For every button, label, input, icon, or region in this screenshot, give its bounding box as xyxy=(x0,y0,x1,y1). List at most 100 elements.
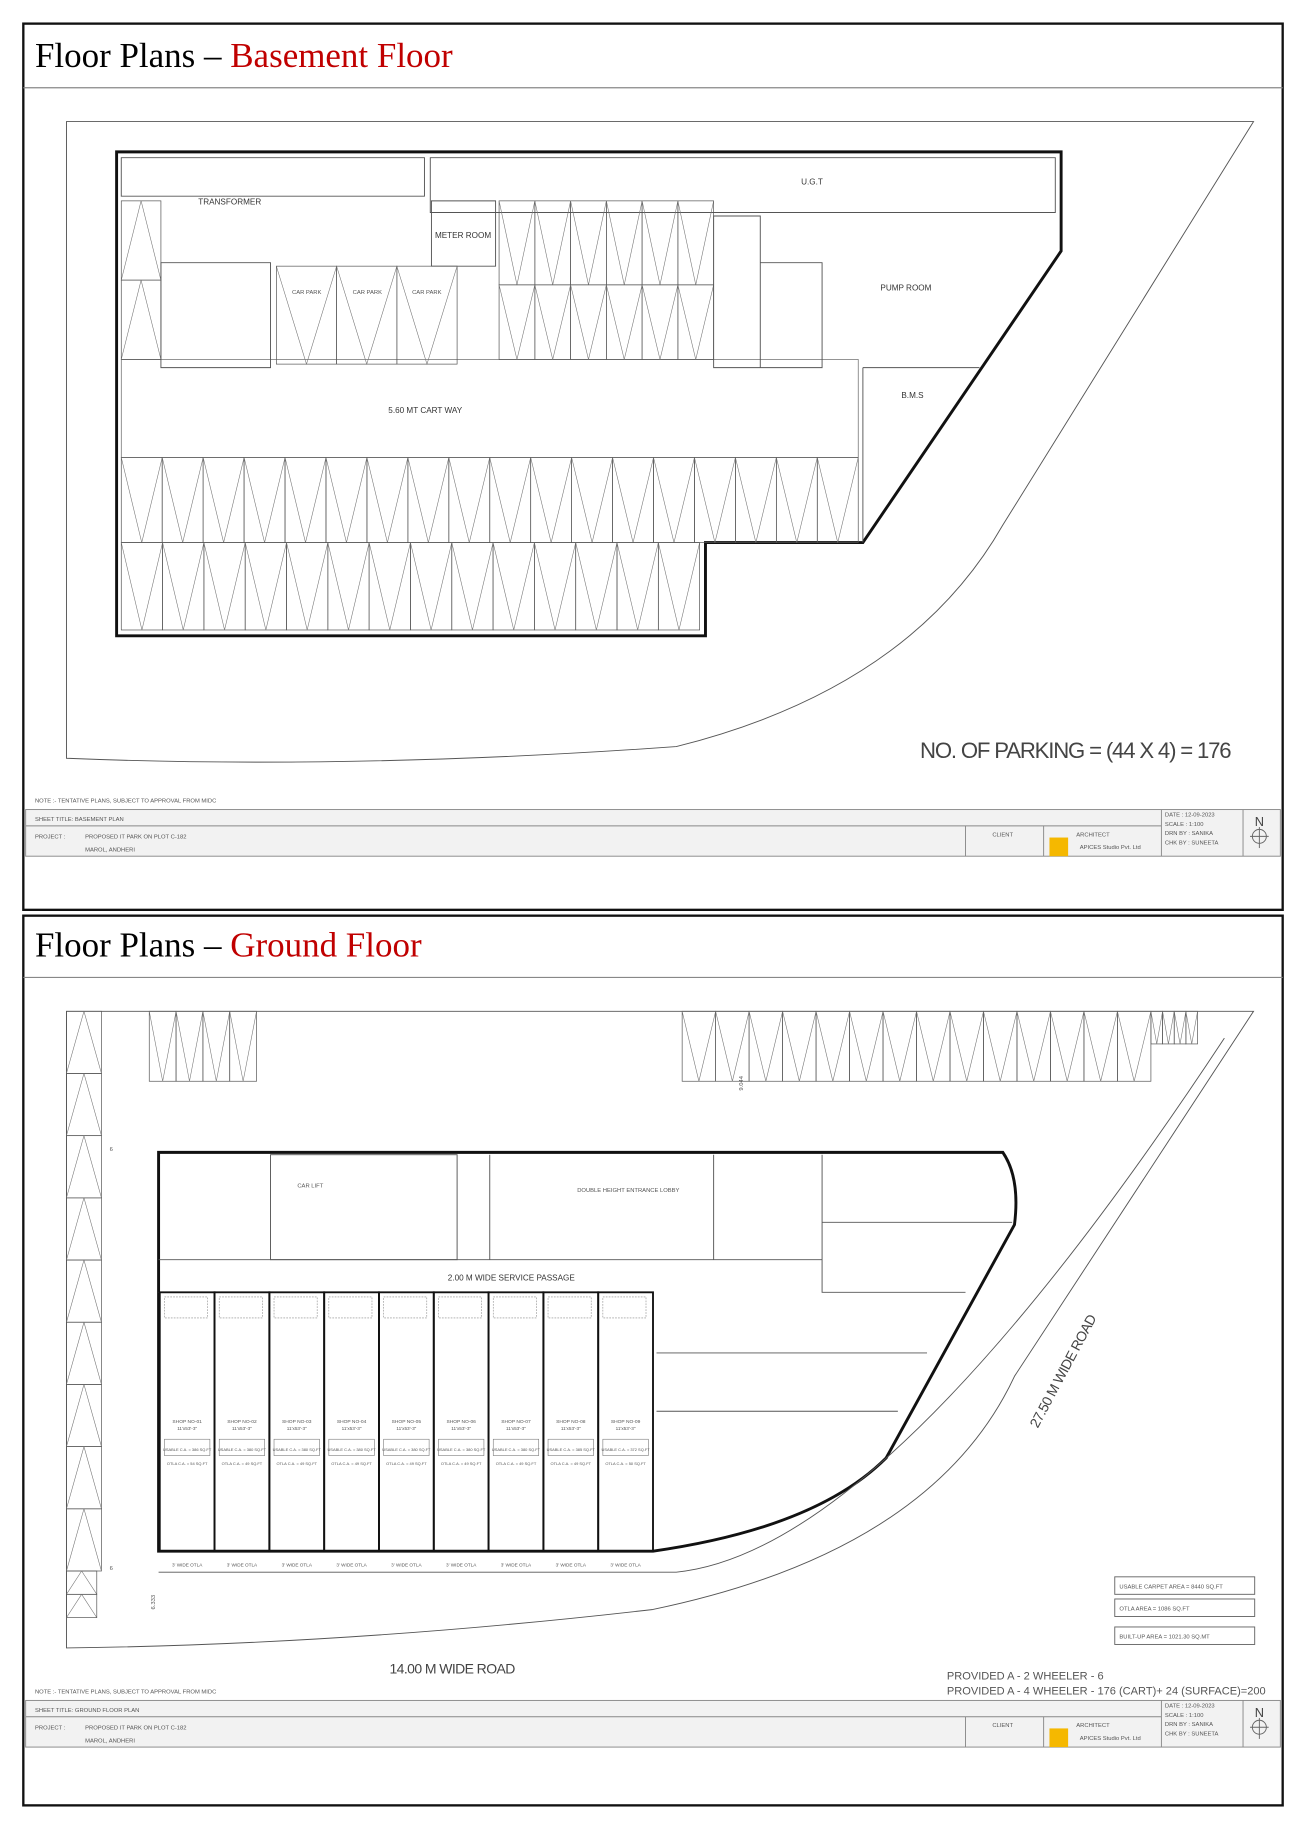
otla-label: 3' WIDE OTLA xyxy=(501,1562,532,1567)
two-wheeler-count: PROVIDED A - 2 WHEELER - 6 xyxy=(947,1670,1104,1682)
shop-size: 11'x53'-3" xyxy=(232,1426,252,1431)
otla-label: 3' WIDE OTLA xyxy=(227,1562,258,1567)
shop-name: SHOP NO-08 xyxy=(556,1419,586,1425)
title-block: NOTE :- TENTATIVE PLANS, SUBJECT TO APPR… xyxy=(25,1689,1281,1748)
svg-text:N: N xyxy=(1255,814,1264,829)
parking-stall xyxy=(1185,1010,1198,1045)
shop-usable-area: USABLE C.A. = 380 SQ.FT xyxy=(437,1447,486,1452)
scale: SCALE : 1:100 xyxy=(1165,822,1204,828)
drawn-by: DRN BY : SANIKA xyxy=(1165,1722,1213,1728)
builtup-area: BUILT-UP AREA = 1021.30 SQ.MT xyxy=(1119,1635,1210,1641)
drawn-by: DRN BY : SANIKA xyxy=(1165,831,1213,837)
sheet-title: SHEET TITLE: GROUND FLOOR PLAN xyxy=(35,1708,139,1714)
shop-usable-area: USABLE C.A. = 380 SQ.FT xyxy=(382,1447,431,1452)
basement-title: Floor Plans – Basement Floor xyxy=(35,36,453,75)
shop-usable-area: USABLE C.A. = 380 SQ.FT xyxy=(492,1447,541,1452)
otla-label: 3' WIDE OTLA xyxy=(446,1562,477,1567)
date: DATE : 12-09-2023 xyxy=(1165,1703,1215,1709)
four-wheeler-count: PROVIDED A - 4 WHEELER - 176 (CART)+ 24 … xyxy=(947,1686,1266,1698)
car-lift-bays xyxy=(270,1154,458,1261)
label-lobby: DOUBLE HEIGHT ENTRANCE LOBBY xyxy=(577,1188,679,1194)
shop-size: 11'x53'-3" xyxy=(561,1426,581,1431)
sheet-title: SHEET TITLE: BASEMENT PLAN xyxy=(35,817,124,823)
parking-stall xyxy=(396,265,458,366)
north-arrow-icon: N xyxy=(1250,1705,1269,1739)
shop-size: 11'x53'-3" xyxy=(506,1426,526,1431)
svg-text:N: N xyxy=(1255,1705,1264,1720)
project-label: PROJECT : xyxy=(35,835,66,841)
shop-size: 11'x53'-3" xyxy=(451,1426,471,1431)
otla-area: OTLA AREA = 1086 SQ.FT xyxy=(1119,1607,1190,1613)
shop-size: 11'x53'-3" xyxy=(396,1426,416,1431)
label-cart-way: 5.60 MT CART WAY xyxy=(388,406,462,415)
shop-name: SHOP NO-07 xyxy=(501,1419,531,1425)
stair-core xyxy=(160,215,823,369)
otla-label: 3' WIDE OTLA xyxy=(172,1562,203,1567)
shop-otla-area: OTLA C.A. = 49 SQ.FT xyxy=(331,1461,372,1466)
shop-usable-area: USABLE C.A. = 386 SQ.FT xyxy=(163,1447,212,1452)
dimension-6333: 6.333 xyxy=(151,1595,157,1610)
shop-name: SHOP NO-09 xyxy=(611,1419,641,1425)
parking-count-note: NO. OF PARKING = (44 X 4) = 176 xyxy=(920,738,1231,763)
project-label: PROJECT : xyxy=(35,1726,66,1732)
architect-name: APICES Studio Pvt. Ltd xyxy=(1080,845,1141,851)
architect-name: APICES Studio Pvt. Ltd xyxy=(1080,1736,1141,1742)
scale: SCALE : 1:100 xyxy=(1165,1713,1204,1719)
note-text: NOTE :- TENTATIVE PLANS, SUBJECT TO APPR… xyxy=(35,1689,216,1695)
shop-otla-area: OTLA C.A. = 49 SQ.FT xyxy=(276,1461,317,1466)
shop-name: SHOP NO-06 xyxy=(446,1419,476,1425)
otla-label: 3' WIDE OTLA xyxy=(391,1562,422,1567)
shop-usable-area: USABLE C.A. = 380 SQ.FT xyxy=(273,1447,322,1452)
parking-stall xyxy=(229,1010,257,1082)
checked-by: CHK BY : SUNEETA xyxy=(1165,1731,1219,1737)
label-bms: B.M.S xyxy=(901,391,924,400)
basement-parking-stalls xyxy=(120,200,859,631)
site-boundary xyxy=(65,1010,1255,1649)
ground-sheet: Floor Plans – Ground Floor SHOP NO-0111'… xyxy=(22,914,1284,1807)
shop-otla-area: OTLA C.A. = 54 SQ.FT xyxy=(167,1461,208,1466)
shop-size: 11'x53'-3" xyxy=(342,1426,362,1431)
label-car-lift: CAR LIFT xyxy=(297,1183,323,1189)
ground-title: Floor Plans – Ground Floor xyxy=(35,925,422,964)
shop-name: SHOP NO-02 xyxy=(227,1419,257,1425)
shop-usable-area: USABLE C.A. = 380 SQ.FT xyxy=(218,1447,267,1452)
shop-size: 11'x53'-3" xyxy=(287,1426,307,1431)
otla-label: 3' WIDE OTLA xyxy=(282,1562,313,1567)
shop-otla-area: OTLA C.A. = 49 SQ.FT xyxy=(222,1461,263,1466)
shop-otla-area: OTLA C.A. = 49 SQ.FT xyxy=(386,1461,427,1466)
project-location: MAROL, ANDHERI xyxy=(85,1738,135,1744)
project-location: MAROL, ANDHERI xyxy=(85,848,135,854)
label-road-14m: 14.00 M WIDE ROAD xyxy=(389,1661,515,1677)
dimension-6-bottom: 6 xyxy=(110,1566,113,1572)
otla-label: 3' WIDE OTLA xyxy=(336,1562,367,1567)
architect-label: ARCHITECT xyxy=(1076,832,1110,838)
label-pump-room: PUMP ROOM xyxy=(880,284,931,293)
site-boundary xyxy=(65,121,1255,763)
parking-stall xyxy=(816,457,859,543)
date: DATE : 12-09-2023 xyxy=(1165,813,1215,819)
usable-carpet-area: USABLE CARPET AREA = 8440 SQ.FT xyxy=(1119,1584,1223,1590)
label-transformer: TRANSFORMER xyxy=(198,197,261,206)
label-car-park: CAR PARK xyxy=(292,290,321,296)
shop-name: SHOP NO-03 xyxy=(282,1419,312,1425)
shop-usable-area: USABLE C.A. = 372 SQ.FT xyxy=(601,1447,650,1452)
title-block: NOTE :- TENTATIVE PLANS, SUBJECT TO APPR… xyxy=(25,799,1281,857)
shop-otla-area: OTLA C.A. = 49 SQ.FT xyxy=(441,1461,482,1466)
shop-size: 11'x53'-3" xyxy=(616,1426,636,1431)
shop-otla-area: OTLA C.A. = 50 SQ.FT xyxy=(605,1461,646,1466)
project-name: PROPOSED IT PARK ON PLOT C-182 xyxy=(85,1726,186,1732)
architect-logo xyxy=(1049,1728,1069,1748)
dimension-9044: 9.044 xyxy=(739,1075,745,1090)
sheet-frame xyxy=(22,22,1284,912)
shop-otla-area: OTLA C.A. = 49 SQ.FT xyxy=(551,1461,592,1466)
architect-label: ARCHITECT xyxy=(1076,1723,1110,1729)
shop-otla-area: OTLA C.A. = 49 SQ.FT xyxy=(496,1461,537,1466)
shop-usable-area: USABLE C.A. = 385 SQ.FT xyxy=(547,1447,596,1452)
checked-by: CHK BY : SUNEETA xyxy=(1165,841,1219,847)
shop-name: SHOP NO-05 xyxy=(392,1419,422,1425)
area-summary: USABLE CARPET AREA = 8440 SQ.FT OTLA ARE… xyxy=(947,1576,1266,1698)
label-ugt: U.G.T xyxy=(801,178,823,187)
